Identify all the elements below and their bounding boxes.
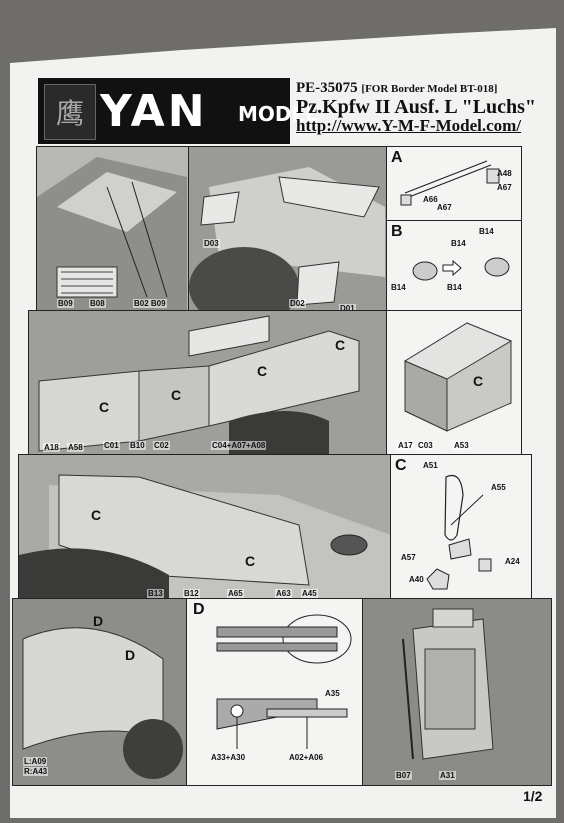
part-C-diagram [426,474,492,590]
brand-logo: 鹰 YAN MODEL [38,78,318,144]
callout-C: C [171,387,182,403]
part-label: A18 [43,443,60,452]
step-letter: D [193,601,205,618]
step-letter: B [391,223,403,240]
part-label: A67 [437,203,452,212]
product-code: PE-35075 [296,80,358,96]
panel-side-box: C A17 C03 A53 [386,310,522,456]
part-label: B13 [147,589,164,598]
fender-boxes-illustration [19,474,391,599]
panel-A: A A48 A67 A66 A67 [386,146,522,222]
part-label: A57 [401,553,416,562]
panel-fender-front: D D L:A09 R:A43 [12,598,188,786]
part-label: A51 [423,461,438,470]
part-label: A02+A06 [289,753,324,762]
part-label: A66 [423,195,438,204]
part-label: D01 [339,304,356,312]
panel-engine-deck-grilles: B09 B08 B02 B09 [36,146,189,312]
part-label: D03 [203,239,220,248]
part-label: A17 [397,441,414,450]
part-label: A45 [301,589,318,598]
panel-fender-boxes: C C B13 B12 A65 A63 A45 [18,454,392,600]
part-label: B07 [395,771,412,780]
part-label: C02 [153,441,170,450]
callout-C: C [91,507,102,523]
part-D-diagram [216,614,352,749]
callout-C: C [99,399,110,415]
part-label: A53 [453,441,470,450]
product-code-line: PE-35075 [FOR Border Model BT-018] [296,80,497,97]
part-label: C01 [103,441,120,450]
part-label: L:A09 [23,757,48,766]
part-label: C03 [417,441,434,450]
part-label: B10 [129,441,146,450]
part-label: B14 [391,283,406,292]
callout-C: C [245,553,256,569]
part-label: R:A43 [23,767,49,776]
panel-B: B B14 B14 B14 B14 [386,220,522,312]
part-label: A63 [275,589,292,598]
compat-note: [FOR Border Model BT-018] [361,83,498,95]
part-label: A55 [491,483,506,492]
callout-C: C [335,337,346,353]
part-label: A48 [497,169,512,178]
part-label: B14 [451,239,466,248]
part-label: A58 [67,443,84,452]
brand-sub: MODEL [238,102,318,126]
callout-C: C [473,373,484,389]
part-label: B12 [183,589,200,598]
panel-rear-deck-mesh: D03 D02 D01 [188,146,387,312]
part-label: A65 [227,589,244,598]
step-letter: C [395,457,407,474]
fender-front-illustration [13,599,187,785]
part-label: A24 [505,557,520,566]
side-box-illustration [403,322,513,432]
storage-boxes-illustration [29,311,387,455]
part-label: A33+A30 [211,753,246,762]
part-A-diagram [400,160,500,206]
part-label: A67 [497,183,512,192]
product-title: Pz.Kpfw II Ausf. L "Luchs" [296,96,537,118]
engine-deck-illustration [37,157,187,311]
part-label: B14 [447,283,462,292]
eagle-seal-icon: 鹰 [44,84,96,140]
callout-C: C [257,363,268,379]
panel-C: C A51 A55 A57 A24 A40 [390,454,532,600]
part-label: B02 B09 [133,299,167,308]
part-label: A35 [325,689,340,698]
part-label: C04+A07+A08 [211,441,267,450]
part-label: B08 [89,299,106,308]
step-letter: A [391,149,403,166]
part-B-diagram [412,257,510,281]
panel-D: D A35 A33+A30 A02+A06 [186,598,364,786]
part-label: A31 [439,771,456,780]
jerrycan-illustration [363,599,551,785]
part-label: B09 [57,299,74,308]
part-label: A40 [409,575,424,584]
page-number: 1/2 [523,788,543,804]
callout-D: D [93,613,104,629]
callout-D: D [125,647,136,663]
part-label: D02 [289,299,306,308]
panel-jerrycan: B07 A31 [362,598,552,786]
part-label: B14 [479,227,494,236]
panel-storage-boxes-side: C C C C A18 A58 C01 B10 C02 C04+A07+A08 [28,310,388,456]
rear-deck-illustration [189,147,386,311]
brand-name: YAN [100,86,208,137]
website-link[interactable]: http://www.Y-M-F-Model.com/ [296,116,522,135]
